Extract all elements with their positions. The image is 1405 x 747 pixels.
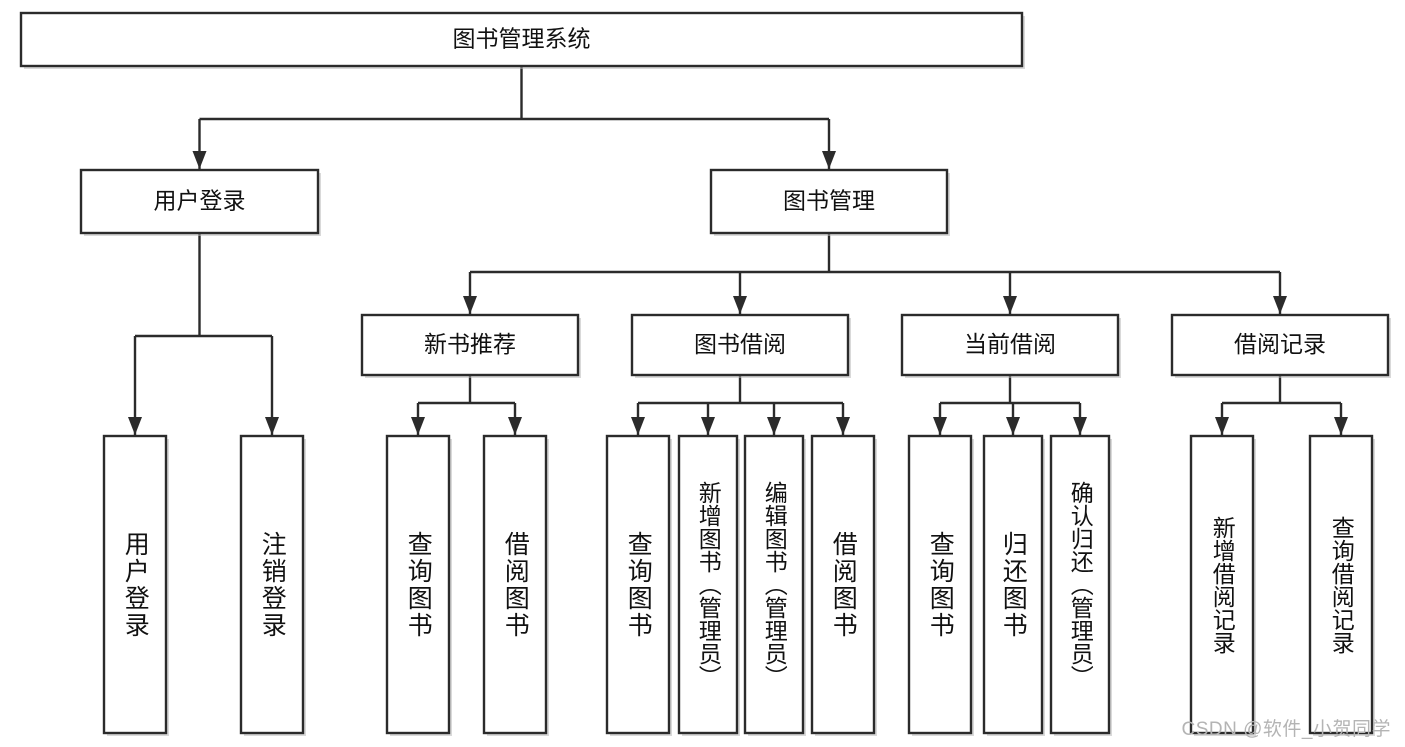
node-label: 用户登录 bbox=[154, 188, 246, 214]
node-box[interactable] bbox=[810, 434, 876, 735]
node-box[interactable] bbox=[482, 434, 548, 735]
node-box[interactable] bbox=[1049, 434, 1111, 735]
leaf-user-login-arrow-1 bbox=[265, 417, 279, 435]
leaf-book-borrow-arrow-2 bbox=[767, 417, 781, 435]
book-manage-arrow-1 bbox=[733, 296, 747, 314]
book-manage-arrow-0 bbox=[463, 296, 477, 314]
node-leaf-query-book-br[interactable] bbox=[605, 434, 672, 736]
node-box[interactable] bbox=[19, 11, 1024, 68]
leaf-book-borrow-arrow-0 bbox=[631, 417, 645, 435]
node-current-borrow[interactable]: 当前借阅 bbox=[900, 313, 1121, 378]
leaf-borrow-record-arrow-0 bbox=[1215, 417, 1229, 435]
node-leaf-user-login[interactable] bbox=[102, 434, 169, 736]
node-leaf-query-book-rec[interactable] bbox=[385, 434, 452, 736]
node-box[interactable] bbox=[360, 313, 580, 377]
node-user-login[interactable]: 用户登录 bbox=[79, 168, 321, 236]
leaf-new-book-recommend-arrow-0 bbox=[411, 417, 425, 435]
node-book-borrow[interactable]: 图书借阅 bbox=[630, 313, 851, 378]
node-box[interactable] bbox=[1170, 313, 1390, 377]
node-label: 借阅记录 bbox=[1234, 331, 1326, 357]
book-manage-arrow-2 bbox=[1003, 296, 1017, 314]
node-box[interactable] bbox=[630, 313, 850, 377]
node-box[interactable] bbox=[743, 434, 805, 735]
node-box[interactable] bbox=[907, 434, 973, 735]
node-book-manage[interactable]: 图书管理 bbox=[709, 168, 950, 236]
book-manage-arrow-3 bbox=[1273, 296, 1287, 314]
leaf-book-borrow-arrow-3 bbox=[836, 417, 850, 435]
leaf-current-borrow-arrow-0 bbox=[933, 417, 947, 435]
node-new-book-recommend[interactable]: 新书推荐 bbox=[360, 313, 581, 378]
node-label: 当前借阅 bbox=[964, 331, 1056, 357]
node-leaf-query-record[interactable] bbox=[1308, 434, 1375, 736]
connector-layer bbox=[128, 66, 1348, 435]
node-root[interactable]: 图书管理系统 bbox=[19, 11, 1025, 69]
node-borrow-record[interactable]: 借阅记录 bbox=[1170, 313, 1391, 378]
node-box[interactable] bbox=[605, 434, 671, 735]
node-leaf-return-book[interactable] bbox=[982, 434, 1045, 736]
watermark-label: CSDN @软件_小贺同学 bbox=[1181, 719, 1391, 740]
node-label: 图书管理 bbox=[783, 188, 875, 214]
leaf-current-borrow-arrow-2 bbox=[1073, 417, 1087, 435]
node-leaf-borrow-book-br[interactable] bbox=[810, 434, 877, 736]
node-leaf-query-book-cb[interactable] bbox=[907, 434, 974, 736]
node-box[interactable] bbox=[677, 434, 739, 735]
node-box[interactable] bbox=[102, 434, 168, 735]
node-leaf-add-record[interactable] bbox=[1189, 434, 1256, 736]
leaf-borrow-record-arrow-1 bbox=[1334, 417, 1348, 435]
node-box[interactable] bbox=[900, 313, 1120, 377]
leaf-book-borrow-arrow-1 bbox=[701, 417, 715, 435]
node-box[interactable] bbox=[982, 434, 1044, 735]
leaf-user-login-arrow-0 bbox=[128, 417, 142, 435]
node-box[interactable] bbox=[239, 434, 305, 735]
node-leaf-add-book[interactable] bbox=[677, 434, 740, 736]
leaf-current-borrow-arrow-1 bbox=[1006, 417, 1020, 435]
node-leaf-edit-book[interactable] bbox=[743, 434, 806, 736]
node-box[interactable] bbox=[1189, 434, 1255, 735]
root-arrow-0 bbox=[192, 151, 207, 169]
node-leaf-user-logout[interactable] bbox=[239, 434, 306, 736]
node-box[interactable] bbox=[385, 434, 451, 735]
node-box[interactable] bbox=[79, 168, 320, 235]
node-box[interactable] bbox=[709, 168, 949, 235]
node-leaf-borrow-book-rec[interactable] bbox=[482, 434, 549, 736]
node-box[interactable] bbox=[1308, 434, 1374, 735]
node-leaf-confirm-return[interactable] bbox=[1049, 434, 1112, 736]
node-label: 图书借阅 bbox=[694, 331, 786, 357]
leaf-new-book-recommend-arrow-1 bbox=[508, 417, 522, 435]
root-arrow-1 bbox=[822, 151, 836, 169]
node-label: 图书管理系统 bbox=[453, 26, 591, 52]
node-label: 新书推荐 bbox=[424, 331, 516, 357]
